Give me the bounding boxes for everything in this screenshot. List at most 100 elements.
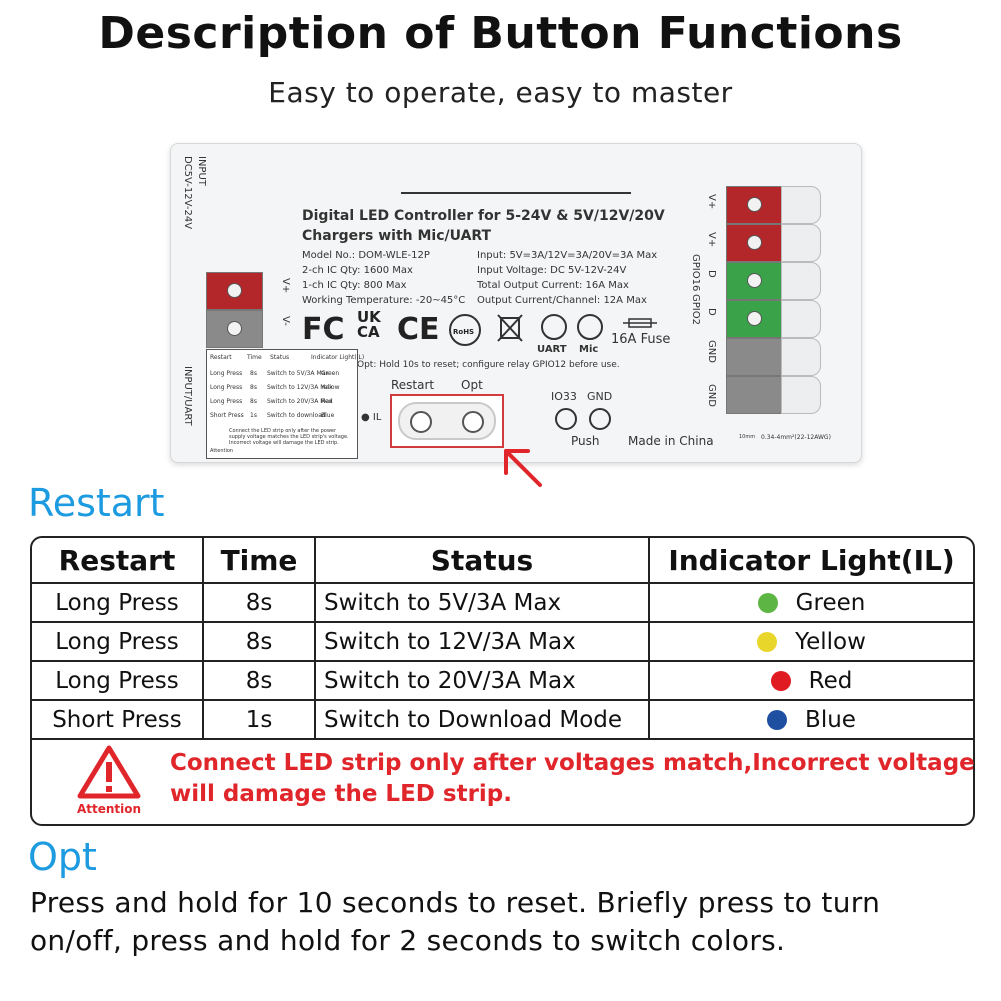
page-title: Description of Button Functions: [98, 8, 903, 59]
table-cell-time: 1s: [204, 701, 316, 740]
divider-line: [401, 192, 631, 194]
gpio2-label: GPIO2: [690, 294, 701, 325]
right-label-5: GND: [706, 340, 717, 363]
table-cell-action: Long Press: [32, 662, 204, 701]
uart-port-icon: [541, 314, 567, 340]
right-terminal-d-2: [726, 300, 783, 338]
terminal-lever[interactable]: [781, 338, 821, 376]
pointer-arrow-icon: [504, 449, 542, 487]
device-mini-table: Restart Time Status Indicator Light(IL) …: [206, 349, 364, 459]
right-label-6: GND: [706, 384, 717, 407]
right-terminal-d-1: [726, 262, 783, 300]
left-terminal-vplus: [206, 272, 263, 310]
table-cell-status: Switch to 12V/3A Max: [316, 623, 650, 662]
fuse-label: 16A Fuse: [611, 332, 671, 347]
blue-dot-icon: [767, 709, 788, 730]
right-terminal-vplus-2: [726, 224, 783, 262]
input-voltage-spec: Input Voltage: DC 5V-12V-24V: [477, 265, 627, 276]
io33-pad-icon: [555, 408, 577, 430]
wire-length-label: 10mm: [739, 434, 756, 440]
terminal-lever[interactable]: [781, 186, 821, 224]
il-marker: ● IL: [361, 412, 382, 423]
table-cell-indicator: Red: [650, 662, 973, 701]
table-cell-time: 8s: [204, 623, 316, 662]
table-header-status: Status: [316, 538, 650, 584]
fuse-icon: [623, 318, 657, 328]
table-cell-action: Long Press: [32, 623, 204, 662]
total-output-current: Total Output Current: 16A Max: [477, 280, 629, 291]
input-uart-vertical: INPUT/UART: [182, 366, 193, 426]
restart-heading: Restart: [28, 481, 165, 525]
green-dot-icon: [757, 592, 778, 613]
opt-button-label: Opt: [461, 378, 483, 392]
left-vminus-label: V-: [280, 316, 291, 326]
gnd-pad-icon: [589, 408, 611, 430]
ukca-mark: UK CA: [357, 308, 381, 341]
table-cell-indicator: Yellow: [650, 623, 973, 662]
table-cell-indicator: Green: [650, 584, 973, 623]
restart-table: Restart Time Status Indicator Light(IL) …: [30, 536, 975, 826]
opt-description: Press and hold for 10 seconds to reset. …: [30, 886, 881, 957]
left-terminal-vminus: [206, 310, 263, 348]
mic-icon: [577, 314, 603, 340]
attention-label: Attention: [76, 802, 142, 816]
led-controller-device: INPUT DC5V-12V-24V V+ V- INPUT/UART Digi…: [170, 143, 862, 463]
restart-button-label: Restart: [391, 378, 435, 392]
right-label-1: V+: [706, 194, 717, 210]
table-cell-status: Switch to Download Mode: [316, 701, 650, 740]
wire-spec-label: 0.34-4mm²(22-12AWG): [761, 434, 831, 441]
terminal-screw-icon: [747, 235, 762, 250]
opt-note: Opt: Hold 10s to reset; configure relay …: [357, 360, 620, 370]
product-name-line1: Digital LED Controller for 5-24V & 5V/12…: [302, 208, 665, 224]
gpio16-label: GPIO16: [690, 254, 701, 292]
terminal-lever[interactable]: [781, 262, 821, 300]
right-label-3: D: [706, 270, 717, 278]
terminal-lever[interactable]: [781, 224, 821, 262]
io33-label: IO33: [551, 390, 577, 403]
table-header-time: Time: [204, 538, 316, 584]
attention-warning-icon: [77, 745, 141, 799]
table-header-indicator: Indicator Light(IL): [650, 538, 973, 584]
gnd-pin-label: GND: [587, 390, 613, 403]
warning-message: Connect LED strip only after voltages ma…: [170, 750, 975, 807]
terminal-screw-icon: [227, 283, 242, 298]
uart-label: UART: [537, 344, 567, 355]
right-terminal-gnd-1: [726, 338, 783, 376]
right-terminal-gnd-2: [726, 376, 783, 414]
terminal-screw-icon: [747, 311, 762, 326]
opt-button[interactable]: [462, 411, 484, 433]
push-label: Push: [571, 434, 600, 448]
product-name-line2: Chargers with Mic/UART: [302, 228, 492, 244]
weee-bin-icon: [497, 314, 523, 342]
table-header-restart: Restart: [32, 538, 204, 584]
working-temperature: Working Temperature: -20~45°C: [302, 295, 466, 306]
terminal-screw-icon: [227, 321, 242, 336]
page-subtitle: Easy to operate, easy to master: [268, 76, 733, 109]
table-cell-time: 8s: [204, 584, 316, 623]
mic-label: Mic: [579, 344, 599, 355]
fcc-mark: FC: [302, 312, 345, 347]
table-cell-action: Short Press: [32, 701, 204, 740]
terminal-lever[interactable]: [781, 300, 821, 338]
red-dot-icon: [770, 670, 791, 691]
ce-mark: CE: [397, 312, 440, 347]
button-highlight-box: [390, 394, 504, 448]
opt-heading: Opt: [28, 835, 97, 879]
table-cell-status: Switch to 20V/3A Max: [316, 662, 650, 701]
table-cell-status: Switch to 5V/3A Max: [316, 584, 650, 623]
terminal-screw-icon: [747, 273, 762, 288]
table-cell-action: Long Press: [32, 584, 204, 623]
input-label: INPUT: [196, 156, 207, 186]
right-label-4: D: [706, 308, 717, 316]
input-voltage-vertical: DC5V-12V-24V: [182, 156, 193, 230]
right-label-2: V+: [706, 232, 717, 248]
right-terminal-vplus-1: [726, 186, 783, 224]
restart-button[interactable]: [410, 411, 432, 433]
usb-input-spec: Input: 5V=3A/12V=3A/20V=3A Max: [477, 250, 658, 261]
rohs-icon: RoHS: [449, 314, 481, 346]
terminal-lever[interactable]: [781, 376, 821, 414]
table-cell-indicator: Blue: [650, 701, 973, 740]
left-vplus-label: V+: [280, 278, 291, 294]
channel-output-current: Output Current/Channel: 12A Max: [477, 295, 647, 306]
model-number: Model No.: DOM-WLE-12P: [302, 250, 430, 261]
